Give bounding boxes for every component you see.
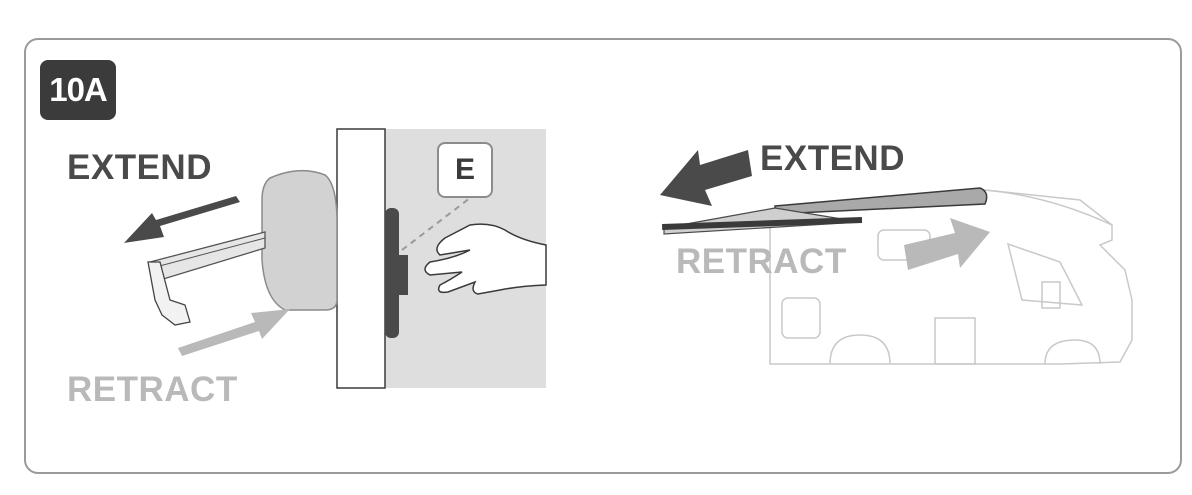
extend-label-left: EXTEND — [67, 148, 212, 187]
awning-front-bar — [662, 217, 863, 230]
camper-wheel-arch-1 — [829, 334, 891, 365]
switch-plate — [385, 208, 399, 338]
extend-arrow-left — [124, 196, 240, 243]
retract-arrow-right — [904, 218, 990, 270]
right-view-diagram — [660, 150, 1133, 365]
retract-arrow-left — [178, 309, 290, 356]
extend-label-right: EXTEND — [760, 139, 905, 178]
awning-case — [774, 187, 988, 215]
awning-arm — [149, 231, 266, 281]
camper-wheel-arch-2 — [1044, 339, 1101, 365]
extend-arrow-right — [660, 150, 752, 206]
camper-mirror — [1041, 281, 1061, 309]
camper-door — [934, 317, 976, 365]
wall-edge — [336, 128, 386, 389]
awning-cassette — [261, 169, 338, 311]
camper-body — [769, 189, 1133, 365]
front-bracket — [147, 261, 191, 326]
left-view-diagram — [124, 128, 547, 389]
callout-e-label: E — [437, 142, 493, 198]
switch-button — [398, 255, 408, 295]
camper-roof — [984, 189, 1113, 226]
camper-windshield — [1006, 242, 1084, 306]
step-number-badge: 10A — [40, 60, 116, 120]
camper-window-1 — [781, 297, 821, 339]
callout-line — [401, 197, 471, 251]
retract-label-left: RETRACT — [67, 370, 238, 409]
hand — [424, 223, 547, 295]
retract-label-right: RETRACT — [676, 242, 847, 281]
